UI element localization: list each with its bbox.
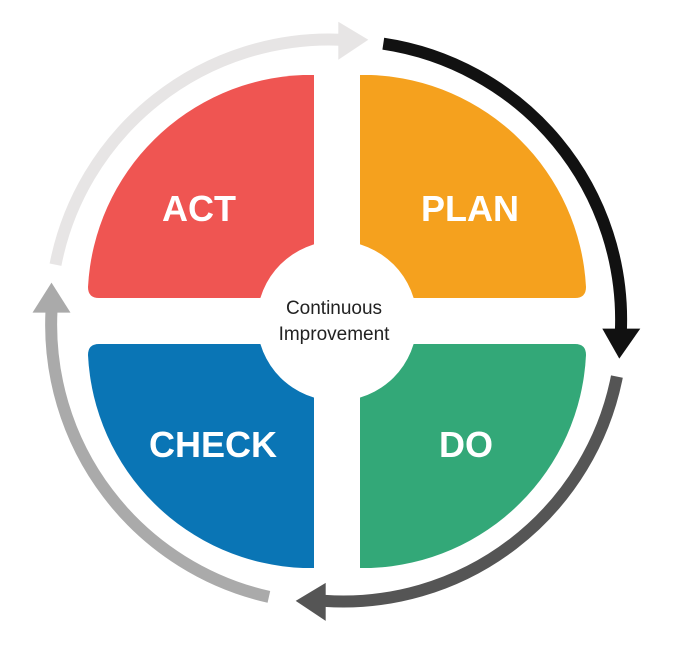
- arrowhead-plan-to-do-icon: [602, 328, 641, 359]
- arrowhead-check-to-act-icon: [32, 282, 71, 313]
- center-circle: [257, 241, 417, 401]
- arrow-act-to-plan: [49, 33, 341, 266]
- quadrant-plan: [360, 75, 586, 298]
- arrowhead-act-to-plan-icon: [338, 21, 369, 60]
- center-label-line1: Continuous: [286, 298, 382, 319]
- label-check: CHECK: [149, 424, 277, 465]
- quadrant-check: [88, 344, 314, 568]
- center-label-line2: Improvement: [279, 324, 391, 345]
- label-act: ACT: [162, 188, 236, 229]
- arrow-plan-to-do: [382, 37, 628, 331]
- quadrant-act: [88, 75, 314, 298]
- arrowhead-do-to-check-icon: [295, 582, 326, 621]
- cycle-arrows: [32, 21, 641, 621]
- label-plan: PLAN: [421, 188, 519, 229]
- quadrants: [88, 75, 586, 568]
- label-do: DO: [439, 424, 493, 465]
- arrow-do-to-check: [324, 375, 623, 608]
- arrow-check-to-act: [45, 310, 271, 603]
- quadrant-do: [360, 344, 586, 568]
